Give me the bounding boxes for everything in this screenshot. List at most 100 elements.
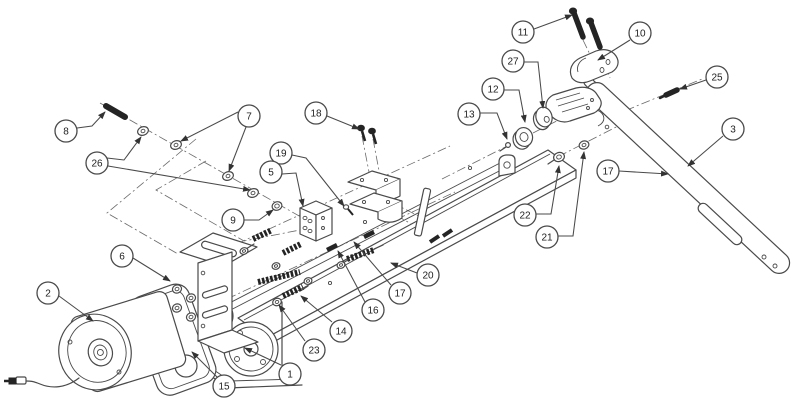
callout-9: 9 xyxy=(221,208,274,232)
saddle-clamp-10 xyxy=(569,49,619,84)
callout-label: 7 xyxy=(246,112,252,123)
callout-bubble xyxy=(388,281,412,305)
callout-bubble xyxy=(85,151,109,175)
callout-20: 20 xyxy=(390,262,440,287)
callout-label: 6 xyxy=(119,252,125,263)
callout-bubble xyxy=(269,141,293,165)
callout-label: 15 xyxy=(218,382,230,393)
callout-8: 8 xyxy=(54,111,106,143)
callout-bubble xyxy=(416,263,440,287)
grease-fitting-25 xyxy=(658,87,680,100)
callout-label: 8 xyxy=(63,127,69,138)
spring xyxy=(346,247,375,262)
callout-3: 3 xyxy=(687,117,745,167)
callout-10: 10 xyxy=(597,21,652,61)
flange-bushing-12 xyxy=(512,126,534,150)
bolt-19 xyxy=(342,204,354,216)
pin-13 xyxy=(499,142,512,152)
callout-label: 12 xyxy=(487,85,499,96)
callout-bubble xyxy=(513,203,537,227)
base-plate xyxy=(215,149,577,347)
motor-cable xyxy=(4,376,80,388)
callouts: 8 26 7 18 19 5 xyxy=(36,14,745,398)
callout-label: 2 xyxy=(45,289,51,300)
callout-label: 17 xyxy=(394,289,406,300)
callout-22: 22 xyxy=(513,165,561,227)
callout-bubble xyxy=(237,104,261,128)
nut-23 xyxy=(272,297,282,307)
callout-bubble xyxy=(361,298,385,322)
callout-17-lower: 17 xyxy=(353,241,412,305)
callout-label: 19 xyxy=(275,149,287,160)
callout-label: 11 xyxy=(518,28,529,39)
callout-bubble xyxy=(329,319,353,343)
callout-label: 1 xyxy=(287,370,293,381)
shaft-clamp-block xyxy=(545,86,605,127)
callout-11: 11 xyxy=(511,14,573,44)
callout-label: 27 xyxy=(507,57,519,68)
callout-19: 19 xyxy=(269,141,345,207)
callout-15: 15 xyxy=(191,351,236,398)
callout-27: 27 xyxy=(501,49,546,109)
callout-label: 14 xyxy=(335,327,347,338)
callout-label: 10 xyxy=(634,29,646,40)
spring-rod-set xyxy=(239,227,384,307)
callout-label: 3 xyxy=(730,125,736,136)
callout-label: 26 xyxy=(91,159,103,170)
adjustment-block-5 xyxy=(299,200,333,242)
callout-label: 25 xyxy=(711,73,723,84)
spring xyxy=(257,269,301,285)
callout-2: 2 xyxy=(36,281,94,322)
bolts-11 xyxy=(568,7,603,50)
callout-13: 13 xyxy=(457,102,508,140)
callout-bubble xyxy=(705,65,729,89)
callout-bubble xyxy=(596,159,620,183)
callout-21: 21 xyxy=(535,151,587,249)
callout-bubble xyxy=(221,208,245,232)
callout-label: 23 xyxy=(308,346,320,357)
nut-22 xyxy=(547,151,565,165)
callout-bubble xyxy=(278,362,302,386)
callout-bubble xyxy=(535,225,559,249)
callout-label: 20 xyxy=(422,271,434,282)
callout-label: 18 xyxy=(310,109,322,120)
callout-6: 6 xyxy=(110,244,171,282)
callout-25: 25 xyxy=(679,65,729,90)
callout-bubble xyxy=(259,160,283,184)
spring xyxy=(281,241,303,256)
callout-1: 1 xyxy=(244,347,302,386)
callout-12: 12 xyxy=(481,77,527,123)
callout-label: 21 xyxy=(541,233,553,244)
callout-label: 13 xyxy=(463,110,475,121)
rail-clip xyxy=(362,229,376,240)
spring xyxy=(251,227,274,242)
callout-bubble xyxy=(501,49,525,73)
slotted-bracket xyxy=(179,232,259,354)
callout-bubble xyxy=(36,281,60,305)
callout-26: 26 xyxy=(85,136,251,192)
plate-lug xyxy=(498,154,516,177)
rail-clip xyxy=(325,242,339,253)
bolt-8 xyxy=(103,103,128,120)
saddle-bracket-lower xyxy=(349,192,403,223)
washer-set xyxy=(137,126,259,198)
callout-bubble xyxy=(54,119,78,143)
motor-end-cap xyxy=(58,313,132,391)
callout-bubble xyxy=(302,338,326,362)
callout-bubble xyxy=(721,117,745,141)
callout-5: 5 xyxy=(259,160,305,207)
callout-23: 23 xyxy=(278,304,326,362)
callout-label: 16 xyxy=(367,306,379,317)
callout-7: 7 xyxy=(180,104,261,172)
pivot-arm xyxy=(583,76,791,275)
callout-bubble xyxy=(457,102,481,126)
standoff-post xyxy=(413,187,454,244)
nut-9 xyxy=(271,201,283,211)
screws-18 xyxy=(357,124,378,145)
callout-bubble xyxy=(511,20,535,44)
callout-label: 17 xyxy=(602,167,614,178)
callout-17-upper: 17 xyxy=(596,159,669,183)
callout-bubble xyxy=(304,101,328,125)
washer-21 xyxy=(578,140,590,150)
